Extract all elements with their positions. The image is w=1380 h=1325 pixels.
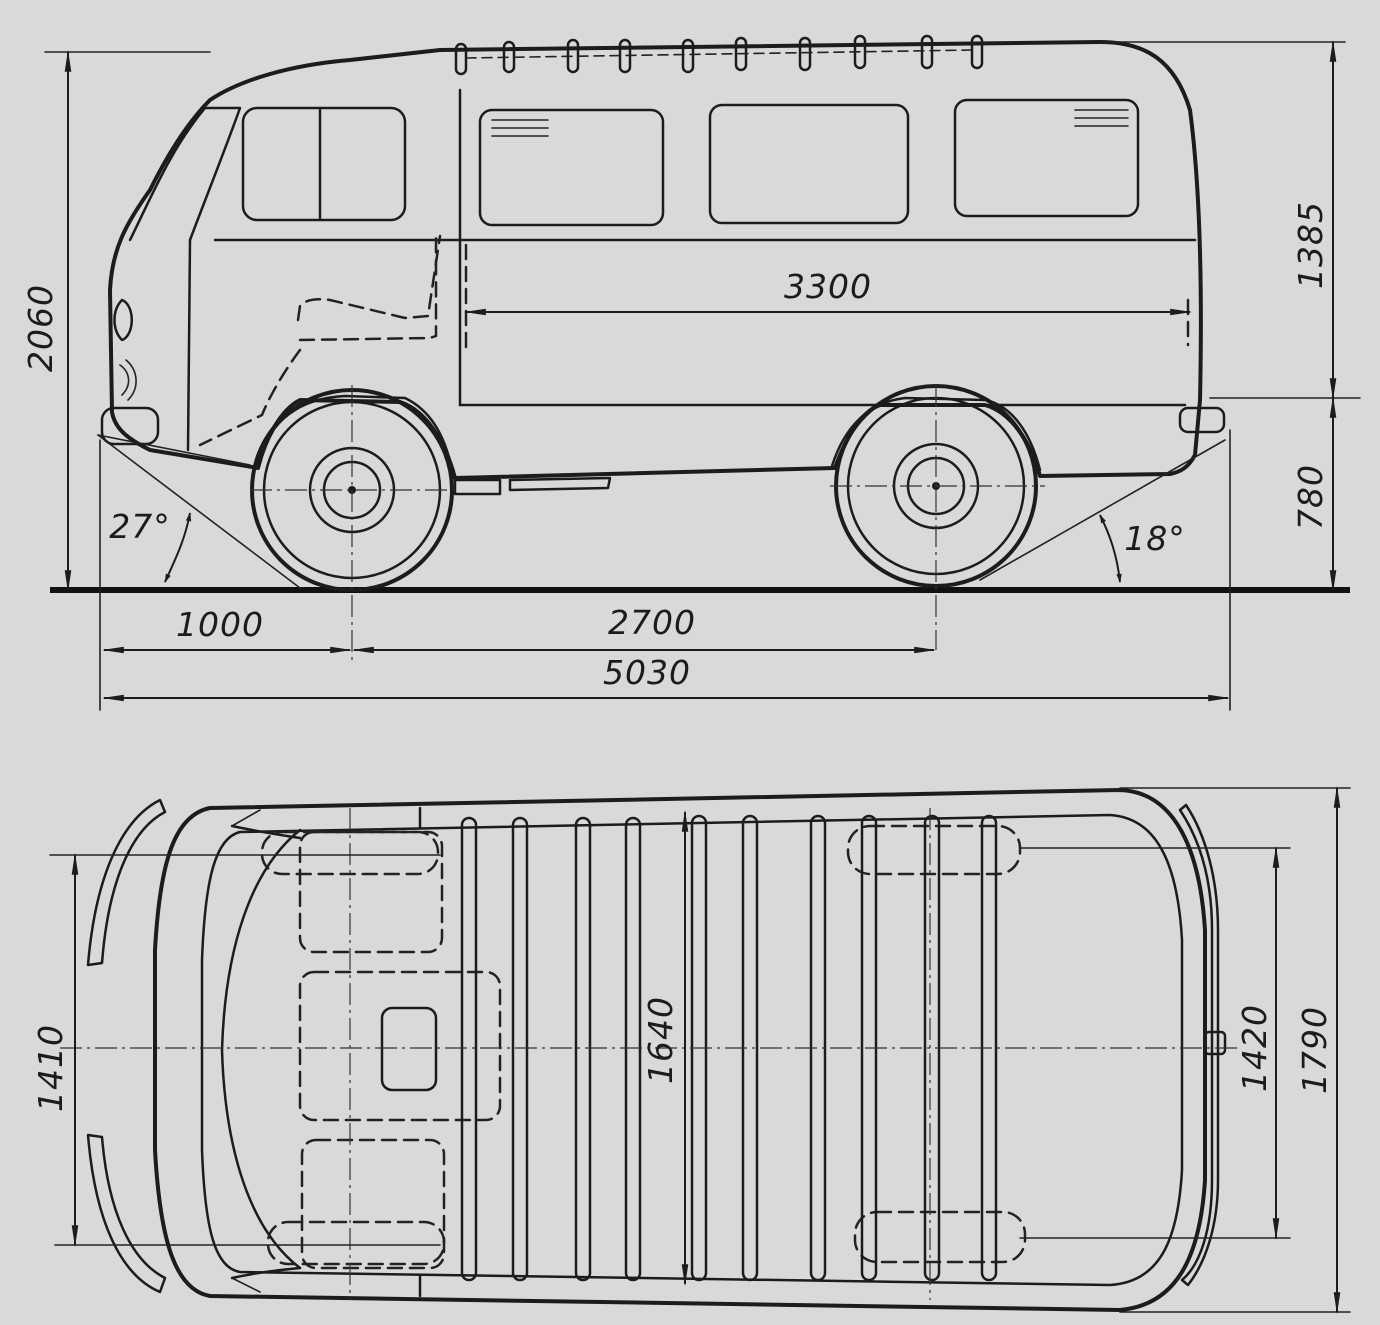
label-overall-height: 2060 <box>21 284 60 372</box>
approach-angle-line <box>97 434 301 589</box>
roof-rack-top <box>418 806 998 1298</box>
roof-rack-bars <box>454 34 984 76</box>
departure-angle-line <box>979 439 1226 581</box>
label-lower-height: 780 <box>1291 464 1330 530</box>
driver-seat <box>298 830 444 954</box>
label-interior-width: 1640 <box>641 996 680 1084</box>
side-window-3 <box>953 98 1140 218</box>
front-wheel-top-left <box>260 830 440 876</box>
side-view: 2060 1385 780 3300 1000 2700 5030 27° 18… <box>21 34 1361 711</box>
windshield-line <box>128 106 242 242</box>
label-upper-body-height: 1385 <box>1291 201 1330 289</box>
top-body-inner <box>200 813 1184 1287</box>
passenger-seat <box>300 1138 446 1270</box>
side-window-2 <box>708 103 910 225</box>
side-window-1 <box>478 108 665 227</box>
top-view: 1410 1640 1420 1790 <box>31 785 1351 1315</box>
front-bumper <box>100 406 160 446</box>
rear-bumper-top <box>1178 803 1220 1287</box>
headlight <box>113 298 133 342</box>
engine-cover <box>296 234 442 342</box>
vent-slots <box>491 109 1129 137</box>
front-window <box>241 106 407 222</box>
rear-bumper <box>1178 406 1226 434</box>
label-cargo-length: 3300 <box>784 267 872 306</box>
middle-seat <box>298 970 502 1122</box>
rear-wheel-top-left <box>846 824 1022 876</box>
exhaust <box>453 476 612 496</box>
label-front-overhang: 1000 <box>176 605 264 644</box>
label-departure-angle: 18° <box>1124 519 1186 558</box>
label-front-track: 1410 <box>31 1024 70 1112</box>
label-rear-track: 1420 <box>1235 1004 1274 1092</box>
label-overall-length: 5030 <box>603 653 691 692</box>
engine-hatch <box>380 1006 438 1092</box>
label-wheelbase: 2700 <box>608 603 696 642</box>
front-bumper-top-upper <box>86 798 167 967</box>
top-body-outline <box>153 788 1207 1312</box>
tow-hook <box>1203 1030 1227 1056</box>
front-bumper-top-lower <box>86 1133 167 1294</box>
front-wheel-top-right <box>266 1220 446 1266</box>
label-overall-width: 1790 <box>1295 1006 1334 1094</box>
label-approach-angle: 27° <box>109 507 171 546</box>
